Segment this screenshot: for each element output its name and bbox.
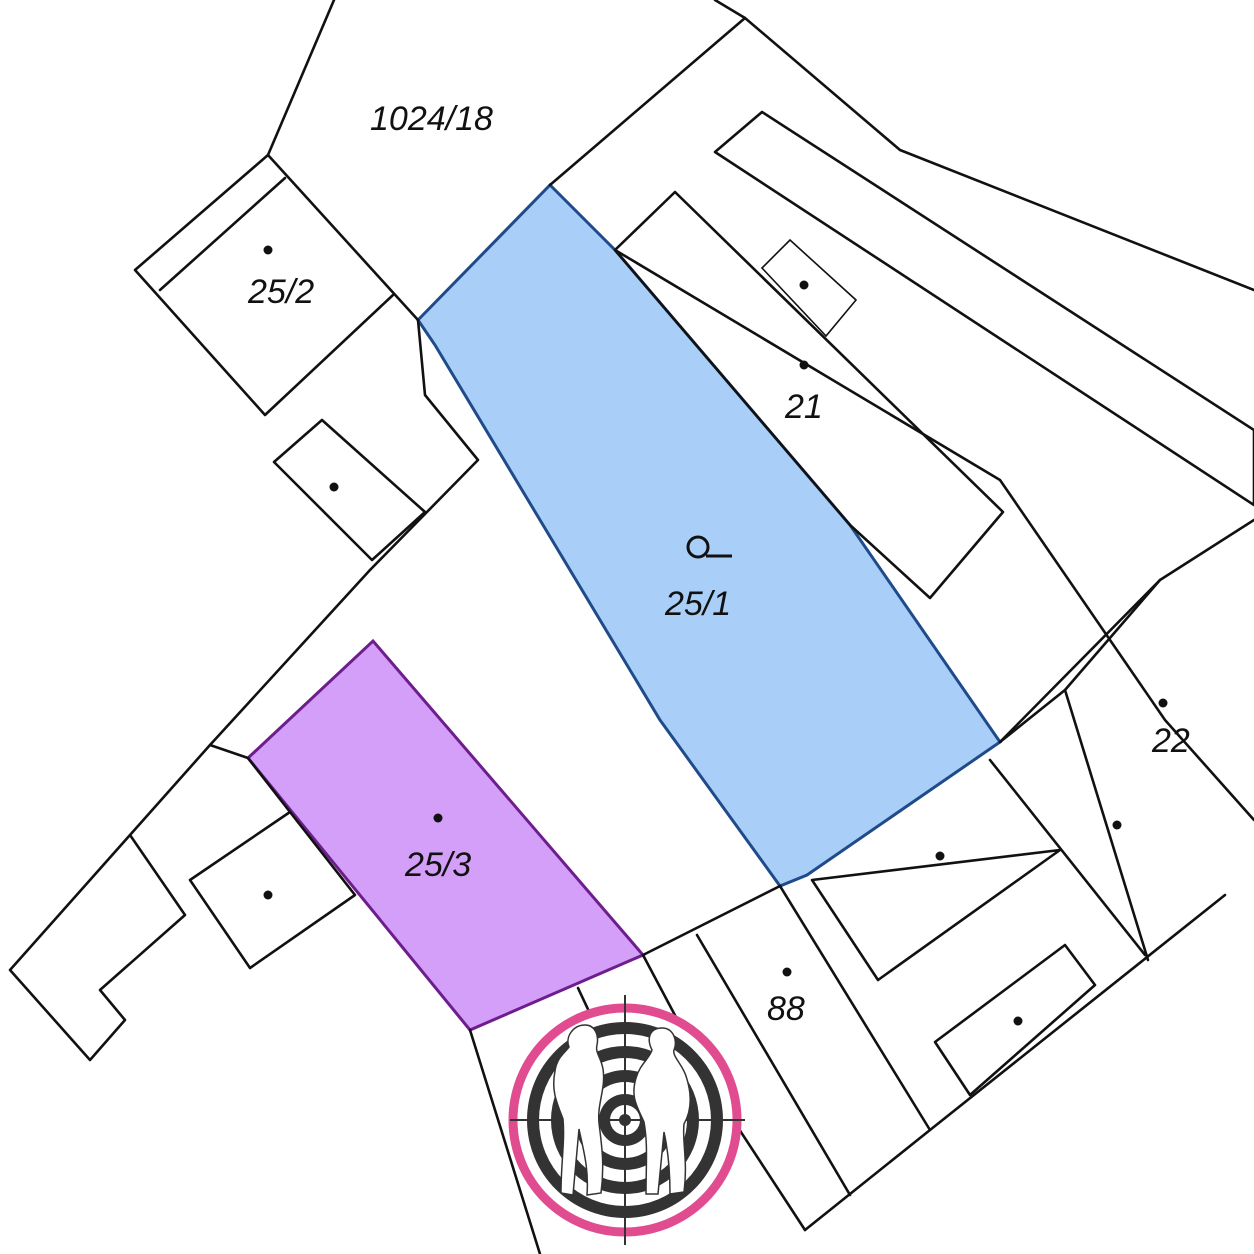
garden-symbol-icon — [686, 535, 732, 559]
label-1024-18: 1024/18 — [370, 100, 493, 138]
label-25-1: 25/1 — [664, 585, 731, 623]
label-21: 21 — [784, 388, 823, 426]
parcel-dots — [263, 245, 1168, 1026]
label-22: 22 — [1151, 722, 1190, 760]
parcel-25-1-highlight[interactable] — [416, 182, 1003, 888]
figure-right-icon — [633, 1027, 691, 1195]
label-25-2: 25/2 — [247, 273, 314, 311]
target-logo-icon — [508, 995, 745, 1245]
label-25-3: 25/3 — [404, 846, 471, 884]
label-88: 88 — [767, 990, 805, 1028]
figure-left-icon — [552, 1024, 605, 1196]
